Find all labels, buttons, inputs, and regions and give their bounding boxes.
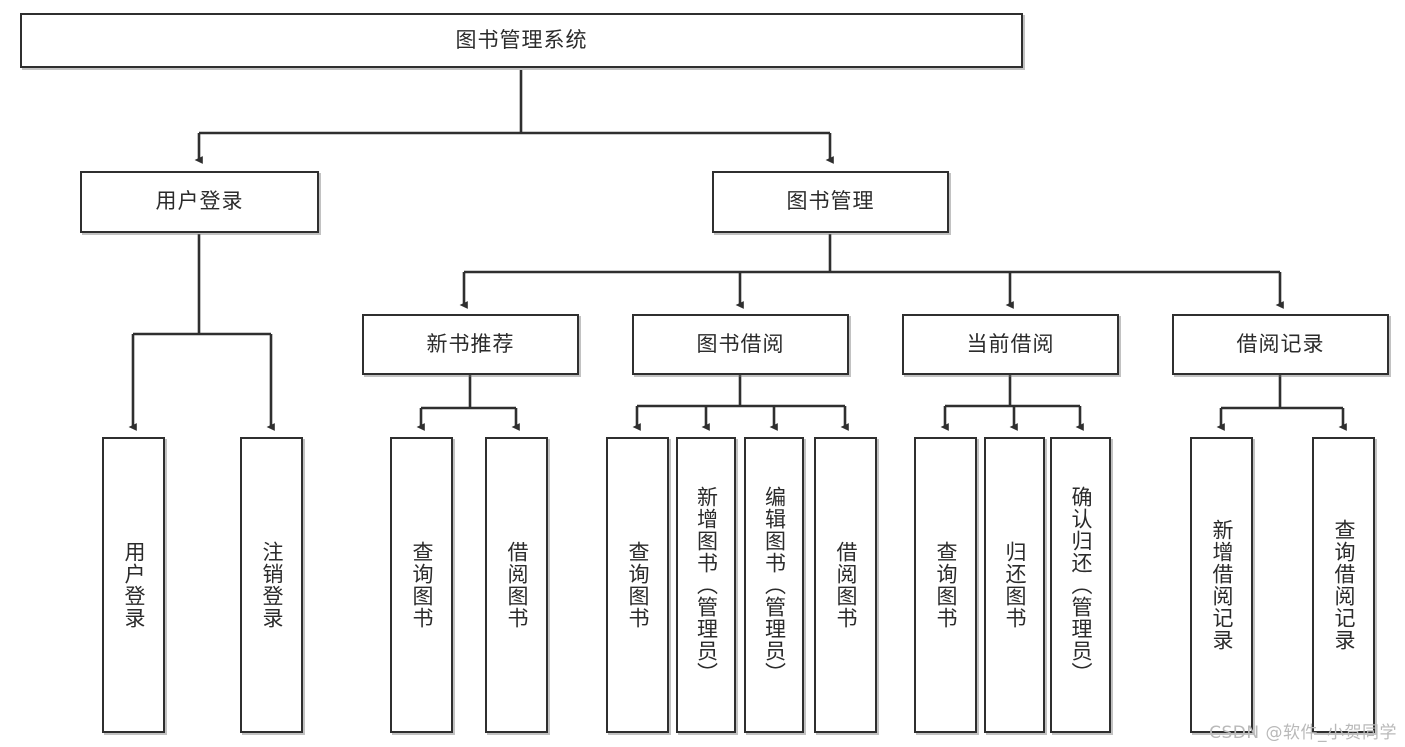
node-leaf-logout-label: 注销登录	[259, 541, 284, 629]
node-leaf-add-book[interactable]: 新增图书（管理员）	[676, 437, 736, 733]
node-current-borrow-label: 当前借阅	[966, 331, 1055, 356]
node-leaf-add-record[interactable]: 新增借阅记录	[1190, 437, 1253, 733]
node-leaf-add-book-label: 新增图书（管理员）	[694, 486, 719, 684]
node-new-book-recommend-label: 新书推荐	[426, 331, 515, 356]
node-user-login-label: 用户登录	[155, 189, 244, 214]
node-new-book-recommend[interactable]: 新书推荐	[362, 314, 579, 375]
node-leaf-query-book-2[interactable]: 查询图书	[606, 437, 669, 733]
node-leaf-add-record-label: 新增借阅记录	[1209, 519, 1234, 651]
node-leaf-query-book-1-label: 查询图书	[409, 541, 434, 629]
node-root-label: 图书管理系统	[455, 27, 588, 52]
node-leaf-edit-book-label: 编辑图书（管理员）	[762, 486, 787, 684]
node-leaf-logout[interactable]: 注销登录	[240, 437, 303, 733]
node-leaf-return-book-label: 归还图书	[1002, 541, 1027, 629]
node-leaf-query-book-3[interactable]: 查询图书	[914, 437, 977, 733]
node-leaf-edit-book[interactable]: 编辑图书（管理员）	[744, 437, 804, 733]
node-current-borrow[interactable]: 当前借阅	[902, 314, 1119, 375]
node-leaf-borrow-book-2-label: 借阅图书	[833, 541, 858, 629]
node-leaf-borrow-book-2[interactable]: 借阅图书	[814, 437, 877, 733]
node-leaf-query-book-3-label: 查询图书	[933, 541, 958, 629]
node-leaf-confirm-return-label: 确认归还（管理员）	[1068, 486, 1093, 684]
node-leaf-borrow-book-1-label: 借阅图书	[504, 541, 529, 629]
node-borrow-record-label: 借阅记录	[1236, 331, 1325, 356]
node-leaf-confirm-return[interactable]: 确认归还（管理员）	[1050, 437, 1111, 733]
node-book-manage-label: 图书管理	[786, 189, 875, 214]
node-leaf-query-record-label: 查询借阅记录	[1331, 519, 1356, 651]
node-leaf-query-book-1[interactable]: 查询图书	[390, 437, 453, 733]
node-leaf-user-login-label: 用户登录	[121, 541, 146, 629]
node-leaf-query-book-2-label: 查询图书	[625, 541, 650, 629]
node-leaf-return-book[interactable]: 归还图书	[984, 437, 1045, 733]
watermark: CSDN @软件_小贺同学	[1209, 723, 1397, 743]
node-book-manage[interactable]: 图书管理	[712, 171, 949, 233]
node-leaf-borrow-book-1[interactable]: 借阅图书	[485, 437, 548, 733]
node-book-borrow-label: 图书借阅	[696, 331, 785, 356]
node-leaf-user-login[interactable]: 用户登录	[102, 437, 165, 733]
node-root[interactable]: 图书管理系统	[20, 13, 1023, 68]
node-leaf-query-record[interactable]: 查询借阅记录	[1312, 437, 1375, 733]
node-borrow-record[interactable]: 借阅记录	[1172, 314, 1389, 375]
node-book-borrow[interactable]: 图书借阅	[632, 314, 849, 375]
node-user-login[interactable]: 用户登录	[80, 171, 319, 233]
